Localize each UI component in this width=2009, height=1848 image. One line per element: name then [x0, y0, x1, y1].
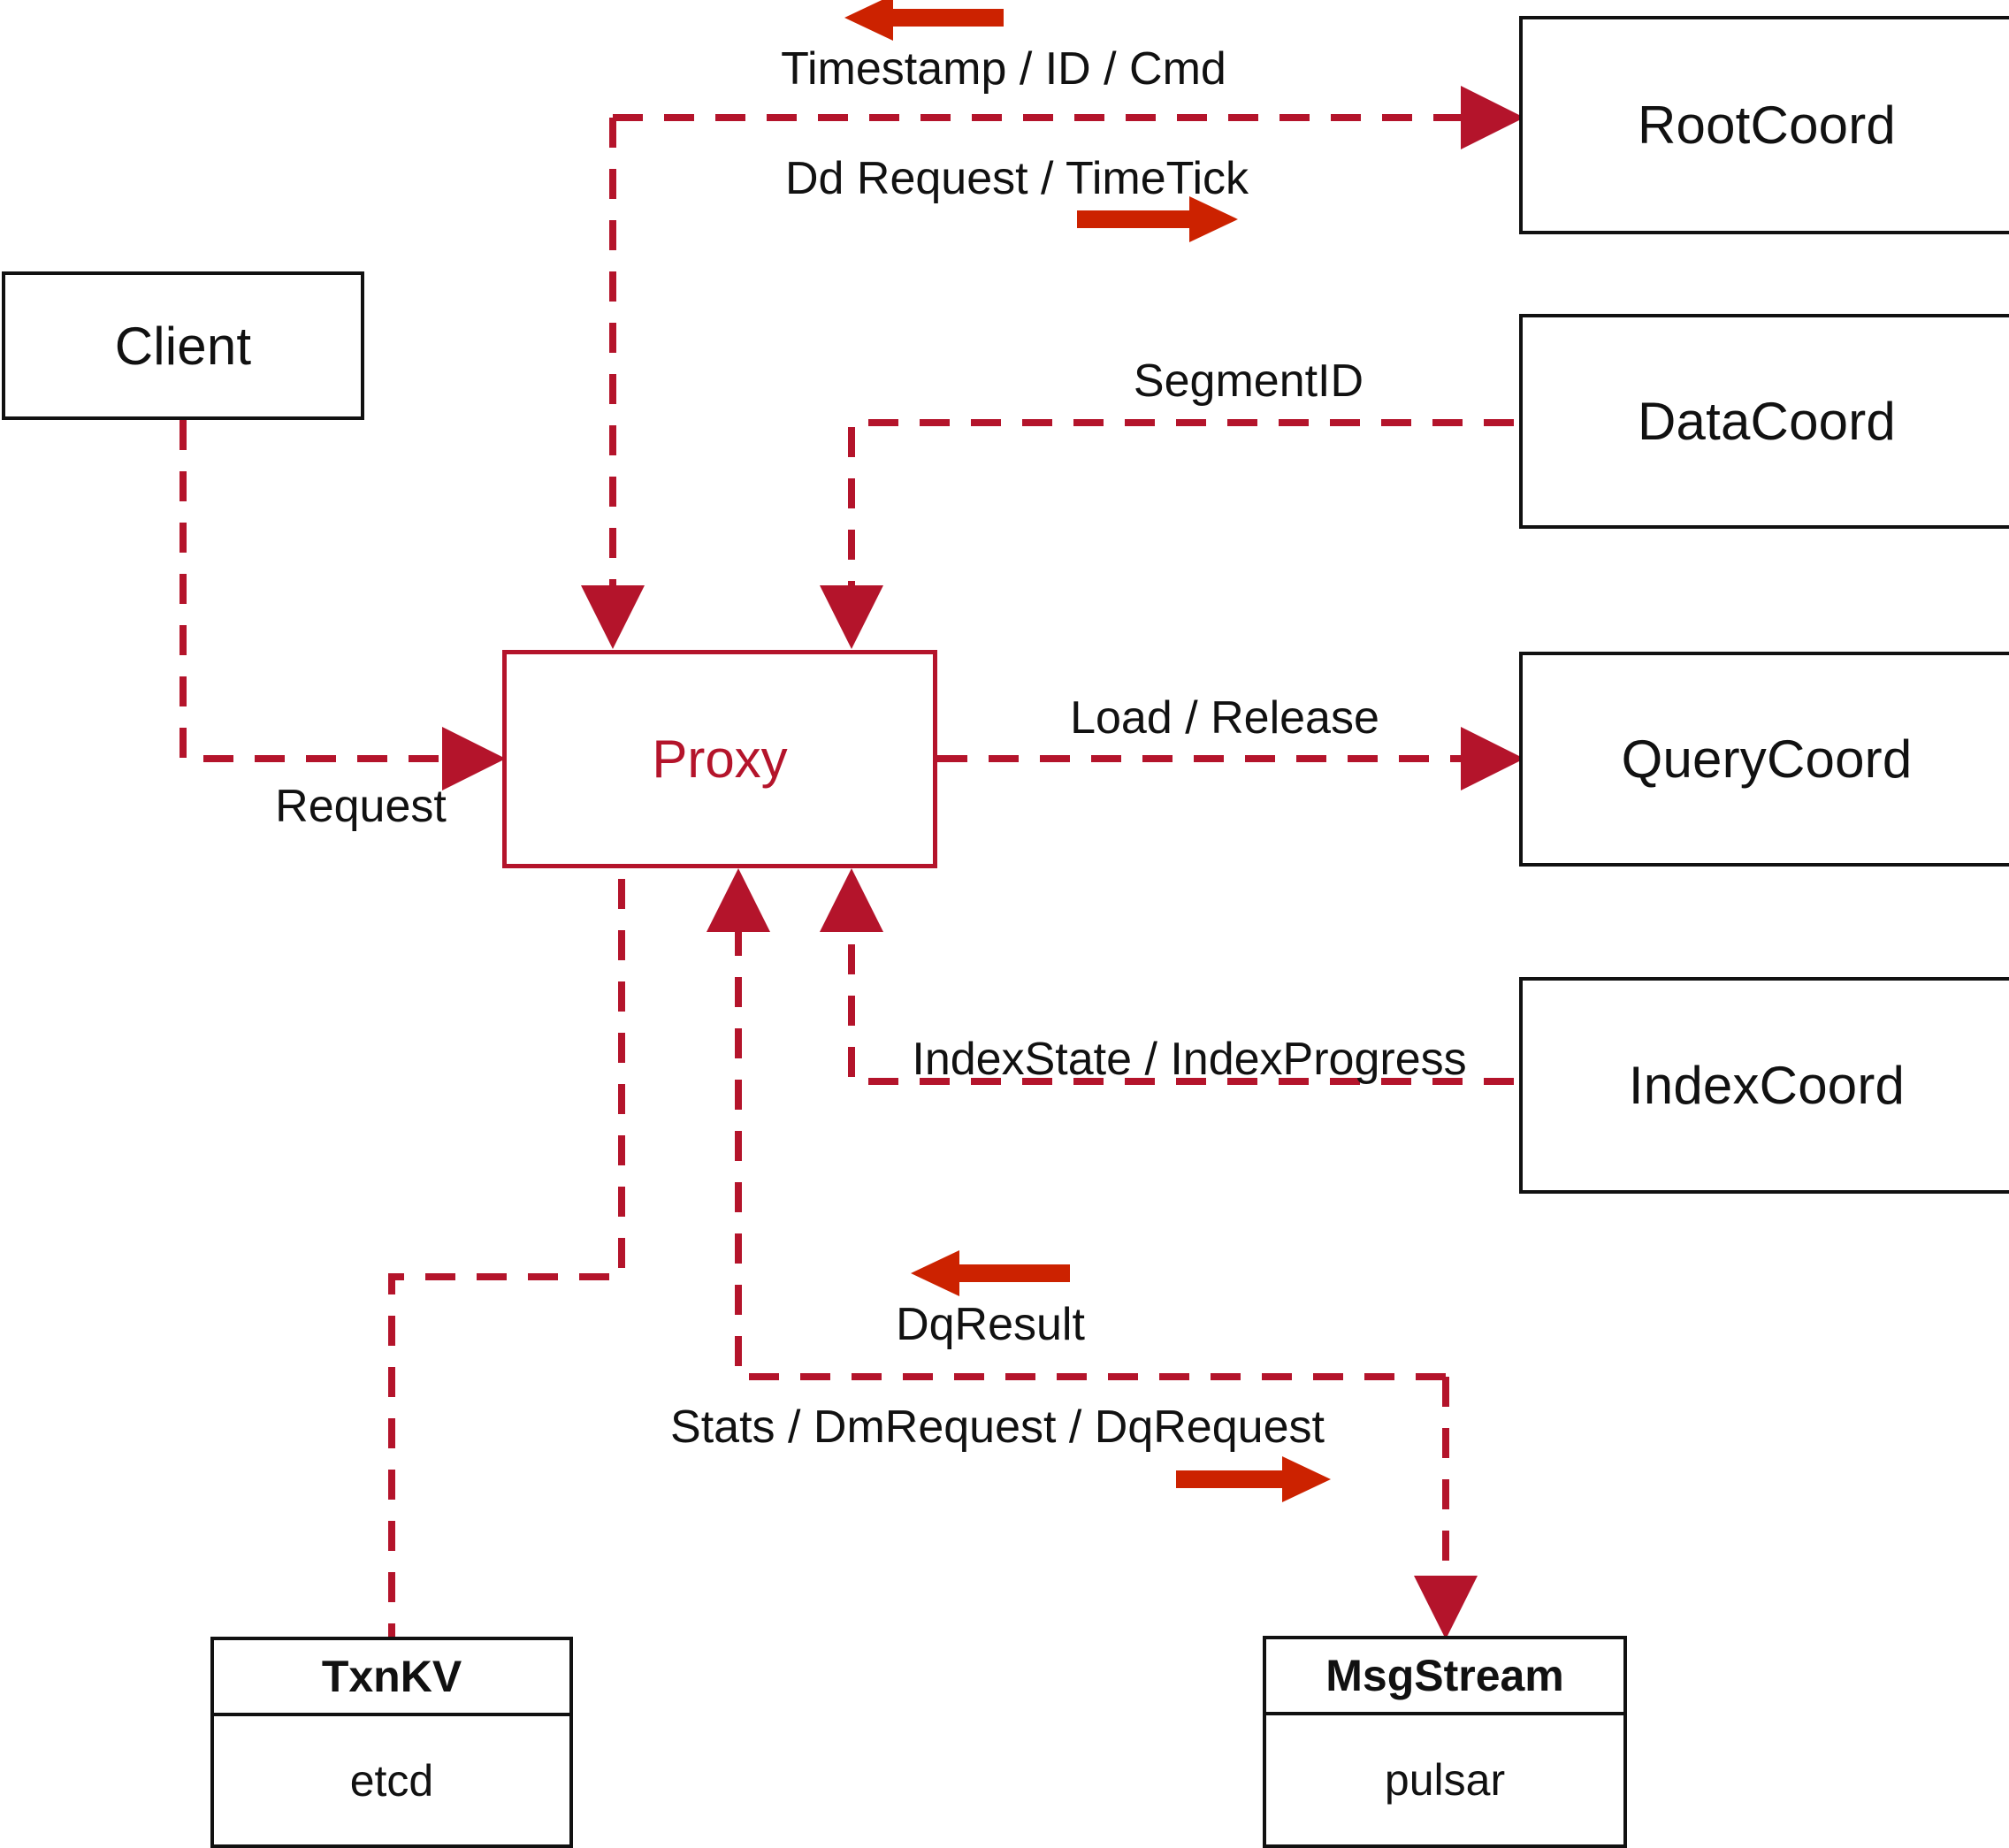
- node-data-coord[interactable]: DataCoord: [1519, 314, 2009, 529]
- node-client[interactable]: Client: [2, 271, 364, 420]
- node-proxy[interactable]: Proxy: [502, 650, 937, 868]
- node-data-coord-label: DataCoord: [1638, 392, 1896, 451]
- edge-client-to-proxy: [180, 420, 506, 790]
- edge-msgstream-to-proxy: [707, 868, 1446, 1380]
- store-msgstream-header: MsgStream: [1266, 1639, 1623, 1715]
- flow-arrow-stats-dm-dq-request: [1176, 1456, 1331, 1502]
- node-root-coord-label: RootCoord: [1638, 95, 1896, 155]
- node-query-coord-label: QueryCoord: [1621, 729, 1913, 789]
- store-msgstream[interactable]: MsgStream pulsar: [1263, 1636, 1627, 1848]
- edge-label-request: Request: [275, 781, 447, 832]
- store-txnkv-header: TxnKV: [214, 1640, 569, 1716]
- node-proxy-label: Proxy: [652, 729, 788, 789]
- store-txnkv-body: etcd: [349, 1755, 434, 1806]
- edge-proxy-to-txnkv: [388, 879, 625, 1637]
- edge-label-index-state-progress: IndexState / IndexProgress: [912, 1034, 1467, 1085]
- edge-label-segment-id: SegmentID: [1133, 355, 1364, 407]
- flow-arrow-timestamp-id-cmd: [844, 0, 1004, 41]
- node-client-label: Client: [114, 316, 252, 376]
- edge-label-dd-request-timetick: Dd Request / TimeTick: [784, 153, 1249, 204]
- node-query-coord[interactable]: QueryCoord: [1519, 652, 2009, 867]
- edge-label-dq-result: DqResult: [896, 1299, 1085, 1350]
- store-msgstream-body: pulsar: [1384, 1755, 1506, 1805]
- edge-data-coord-to-proxy: [820, 419, 1514, 649]
- store-txnkv[interactable]: TxnKV etcd: [210, 1637, 573, 1848]
- node-index-coord-label: IndexCoord: [1628, 1056, 1906, 1115]
- edge-label-timestamp-id-cmd: Timestamp / ID / Cmd: [781, 43, 1226, 95]
- edge-label-stats-dm-dq-request: Stats / DmRequest / DqRequest: [670, 1401, 1325, 1453]
- edge-label-load-release: Load / Release: [1070, 692, 1379, 744]
- flow-arrow-dq-result: [911, 1250, 1070, 1296]
- node-root-coord[interactable]: RootCoord: [1519, 16, 2009, 234]
- node-index-coord[interactable]: IndexCoord: [1519, 977, 2009, 1194]
